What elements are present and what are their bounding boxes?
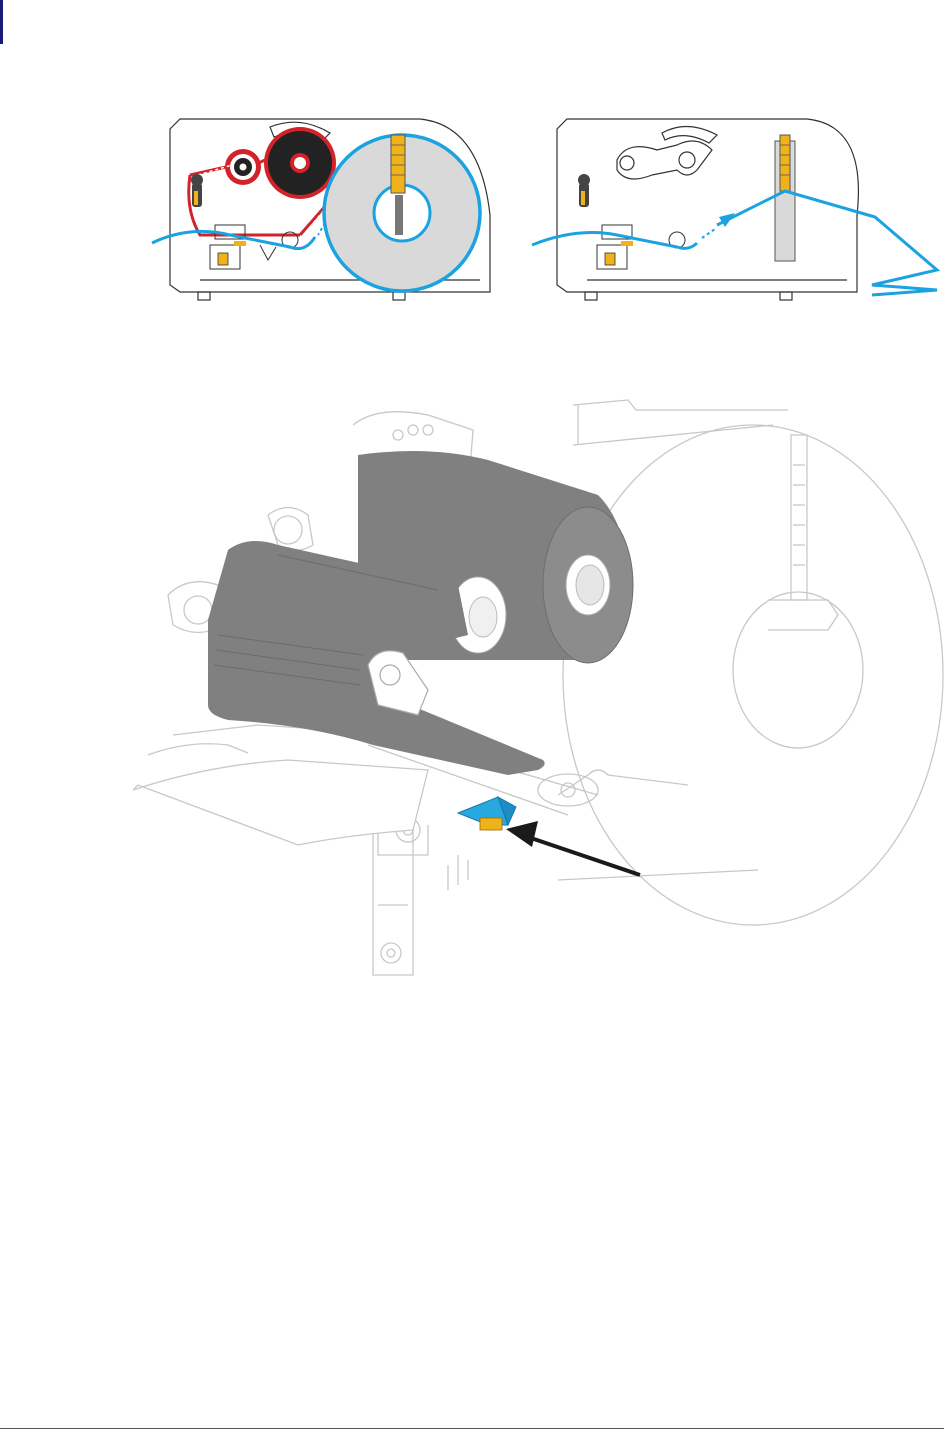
fanfold-media-path-diagram <box>527 105 944 305</box>
callout-arrow-icon <box>506 821 538 847</box>
page-footer-rule <box>0 1428 944 1429</box>
printer-media-sensor-illustration <box>128 385 944 985</box>
media-and-ribbon-path-diagram <box>140 105 510 305</box>
page-edge-marker <box>0 0 3 44</box>
